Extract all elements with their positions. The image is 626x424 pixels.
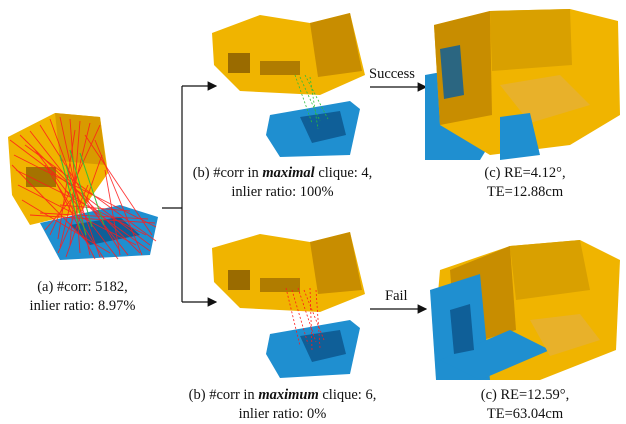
success-result-figure bbox=[420, 5, 625, 163]
source-cloud-wall bbox=[490, 9, 572, 71]
target-cloud-detail bbox=[450, 304, 474, 354]
maximal-caption-line1: (b) #corr in maximal clique: 4, bbox=[180, 164, 385, 183]
maximum-clique-figure bbox=[200, 228, 375, 386]
maximal-caption-suffix: clique: 4, bbox=[314, 165, 373, 181]
success-label: Success bbox=[369, 66, 415, 82]
fail-arrow bbox=[370, 304, 428, 314]
maximum-caption-emph: maximum bbox=[258, 387, 319, 403]
target-cloud-detail bbox=[440, 330, 550, 380]
input-caption: (a) #corr: 5182, inlier ratio: 8.97% bbox=[0, 278, 165, 316]
input-caption-line1: (a) #corr: 5182, bbox=[37, 279, 128, 295]
input-caption-line2: inlier ratio: 8.97% bbox=[29, 298, 136, 314]
fail-result-line1: (c) RE=12.59°, bbox=[480, 387, 570, 403]
fail-result-figure bbox=[420, 230, 625, 385]
source-cloud-wall bbox=[310, 13, 362, 77]
fail-label: Fail bbox=[385, 288, 408, 304]
maximal-clique-svg bbox=[212, 13, 365, 157]
maximum-clique-svg bbox=[212, 232, 365, 378]
maximal-caption: (b) #corr in maximal clique: 4, inlier r… bbox=[180, 164, 385, 202]
input-clouds-svg bbox=[8, 113, 158, 260]
source-cloud-wall bbox=[310, 232, 362, 294]
success-result-line1: (c) RE=4.12°, bbox=[484, 165, 566, 181]
source-cloud-furniture bbox=[228, 53, 250, 73]
branch-arrows bbox=[162, 81, 218, 307]
fail-result-svg bbox=[430, 240, 620, 380]
target-cloud-detail bbox=[440, 45, 464, 99]
outlier-correspondences bbox=[285, 287, 325, 351]
fail-result-caption: (c) RE=12.59°, TE=63.04cm bbox=[455, 386, 595, 424]
success-arrow bbox=[370, 82, 428, 92]
inlier-correspondences bbox=[59, 149, 105, 236]
source-cloud-furniture bbox=[228, 270, 250, 290]
inlier-correspondences bbox=[294, 74, 329, 130]
source-cloud-wall bbox=[55, 113, 106, 165]
maximum-caption-suffix: clique: 6, bbox=[318, 387, 377, 403]
source-cloud-wall bbox=[510, 240, 590, 300]
success-result-caption: (c) RE=4.12°, TE=12.88cm bbox=[455, 164, 595, 202]
source-cloud-furniture bbox=[530, 314, 600, 356]
source-cloud-furniture bbox=[260, 278, 300, 292]
maximum-caption-line1: (b) #corr in maximum clique: 6, bbox=[175, 386, 390, 405]
maximum-caption-prefix: (b) #corr in bbox=[188, 387, 259, 403]
target-cloud-detail bbox=[500, 113, 540, 160]
target-cloud-detail bbox=[300, 330, 346, 362]
input-clouds-figure bbox=[0, 95, 165, 265]
success-result-svg bbox=[425, 9, 620, 160]
source-cloud-furniture bbox=[260, 61, 300, 75]
success-result-line2: TE=12.88cm bbox=[486, 184, 564, 200]
maximal-caption-line2: inlier ratio: 100% bbox=[231, 184, 334, 200]
fail-result-line2: TE=63.04cm bbox=[486, 406, 564, 422]
maximal-clique-figure bbox=[200, 5, 375, 165]
target-cloud-detail bbox=[300, 111, 346, 143]
maximum-caption-line2: inlier ratio: 0% bbox=[238, 406, 327, 422]
maximal-caption-prefix: (b) #corr in bbox=[192, 165, 263, 181]
maximum-caption: (b) #corr in maximum clique: 6, inlier r… bbox=[175, 386, 390, 424]
source-cloud-furniture bbox=[500, 75, 590, 123]
maximal-caption-emph: maximal bbox=[262, 165, 315, 181]
